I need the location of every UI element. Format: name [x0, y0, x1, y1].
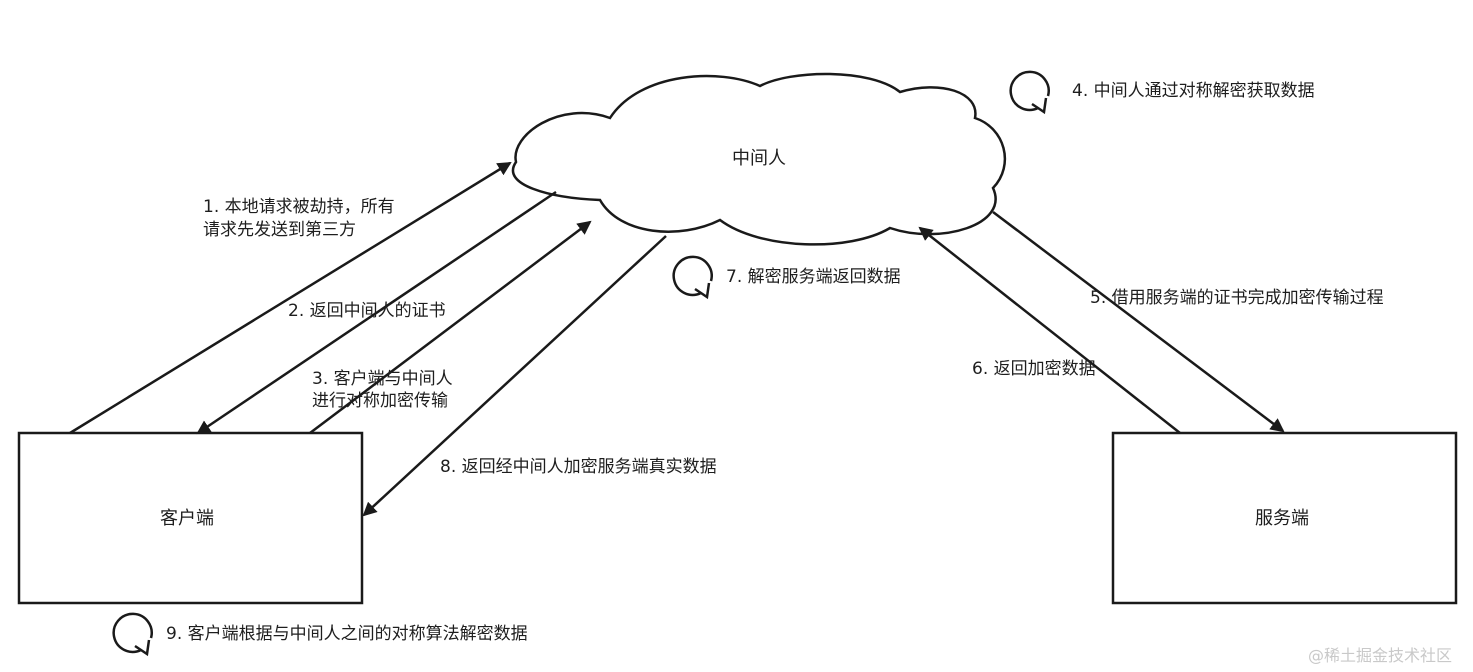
server-label: 服务端	[1255, 508, 1309, 529]
middleman-label: 中间人	[732, 148, 786, 169]
server-box	[1111, 431, 1458, 605]
step-5-label: 5. 借用服务端的证书完成加密传输过程	[1090, 288, 1384, 308]
client-box	[17, 431, 364, 605]
middleman-cloud-shape	[511, 72, 1007, 246]
step-1-label-line-1: 1. 本地请求被劫持，所有	[203, 197, 395, 217]
arrow-step-6	[918, 226, 1181, 434]
arrow-step-5	[992, 211, 1285, 433]
step-1-label-line-2: 请求先发送到第三方	[203, 220, 356, 240]
watermark-text: @稀土掘金技术社区	[1308, 646, 1453, 665]
step-3-label-line-2: 进行对称加密传输	[312, 391, 448, 411]
step-8-label: 8. 返回经中间人加密服务端真实数据	[440, 457, 717, 477]
arrow-step-2	[196, 190, 557, 435]
step-3-label-line-1: 3. 客户端与中间人	[312, 369, 453, 389]
refresh-loop-icon	[1009, 70, 1050, 115]
step-9-label: 9. 客户端根据与中间人之间的对称算法解密数据	[166, 624, 528, 644]
step-7-label: 7. 解密服务端返回数据	[726, 267, 901, 287]
step-6-label: 6. 返回加密数据	[972, 359, 1096, 379]
step-2-label: 2. 返回中间人的证书	[288, 301, 446, 321]
refresh-loop-icon	[112, 612, 153, 657]
refresh-loop-icon	[672, 255, 713, 300]
arrow-step-3	[309, 220, 592, 434]
arrow-step-1	[69, 161, 512, 435]
step-4-label: 4. 中间人通过对称解密获取数据	[1072, 81, 1315, 101]
arrow-step-8	[362, 235, 667, 517]
client-label: 客户端	[160, 508, 214, 529]
